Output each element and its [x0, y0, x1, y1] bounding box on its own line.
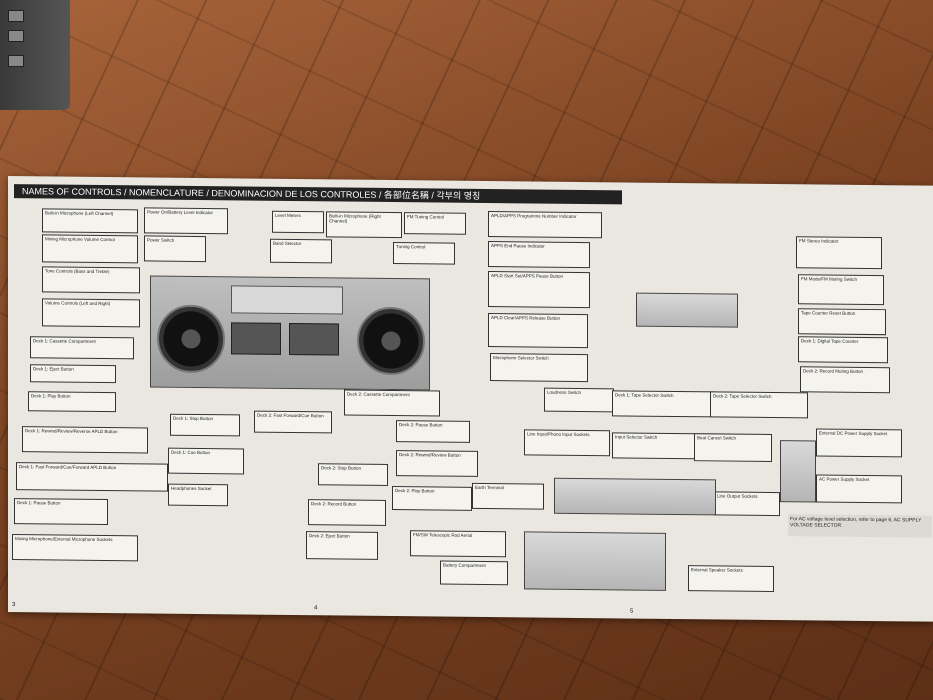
page-number: 5: [630, 608, 634, 615]
label-left: Deck 1: Play Button: [28, 391, 116, 413]
page-number: 4: [314, 605, 318, 612]
label-left: Deck 1: Cassette Compartment: [30, 336, 134, 360]
left-speaker-icon: [157, 304, 225, 374]
label-center: Band Selector: [270, 238, 332, 264]
voltage-note: For AC voltage level selection, refer to…: [788, 514, 932, 538]
label-center: Deck 2: Play Button: [392, 486, 472, 511]
label-right: Input Selector Switch: [612, 432, 696, 460]
page-number: 3: [12, 602, 16, 609]
label-right: Line Output Sockets: [714, 491, 780, 517]
label-left: Deck 1: Eject Button: [30, 364, 116, 384]
label-center: Deck 2: Record Button: [308, 499, 386, 526]
boombox-illustration: [150, 275, 430, 391]
label-center: Deck 1: Cue Button: [168, 447, 244, 475]
rear-view-illustration: [524, 531, 666, 591]
power-socket-illustration: [780, 440, 816, 503]
label-right: Deck 2: Tape Selector Switch: [710, 391, 808, 419]
device-knob: [8, 30, 24, 42]
label-right: Loudness Switch: [544, 387, 614, 413]
label-right: APLD Clear/APPS Release Button: [488, 313, 588, 349]
label-center: FM Tuning Control: [404, 212, 466, 235]
label-center: Deck 2: Rewind/Review Button: [396, 450, 478, 477]
label-center: Built-in Microphone (Right Channel): [326, 211, 402, 239]
label-right: External DC Power Supply Socket: [816, 428, 902, 458]
label-right: AC Power Supply Socket: [816, 474, 902, 504]
label-left: Deck 1: Pause Button: [14, 498, 108, 526]
label-right: APPS End Pause Indicator: [488, 241, 590, 269]
label-right: Tape Counter Reset Button: [798, 308, 886, 336]
label-center: Tuning Control: [393, 242, 455, 265]
electronic-device-corner: [0, 0, 70, 110]
tuner-panel-icon: [231, 285, 343, 315]
label-left: Mixing Microphone/External Microphone So…: [12, 534, 138, 562]
deck-2-icon: [289, 322, 339, 356]
label-center: Deck 2: Eject Button: [306, 531, 378, 560]
deck-1-icon: [231, 322, 281, 355]
label-center: Headphones Socket: [168, 483, 228, 507]
label-right: External Speaker Sockets: [688, 565, 774, 593]
label-center: Earth Terminal: [472, 482, 544, 510]
right-speaker-icon: [357, 306, 425, 376]
label-right: APLD Start Set/APPS Pause Button: [488, 271, 590, 309]
label-center: Level Meters: [272, 210, 324, 234]
label-center: FM/SW Telescopic Rod Aerial: [410, 530, 506, 558]
control-panel-illustration: [636, 292, 738, 328]
label-center: Battery Compartment: [440, 560, 508, 586]
rear-panel-illustration: [554, 477, 716, 516]
label-center: Power Switch: [144, 235, 206, 263]
label-right: APLD/APPS Programme Number Indicator: [488, 211, 602, 239]
label-right: FM Stereo Indicator: [796, 236, 882, 270]
label-left: Mixing Microphone Volume Control: [42, 234, 138, 264]
device-knob: [8, 10, 24, 22]
label-right: FM Mode/FM Muting Switch: [798, 274, 884, 306]
label-center: Deck 2: Fast Forward/Cue Button: [254, 410, 332, 434]
label-left: Deck 1: Fast Forward/Cue/Forward APLD Bu…: [16, 462, 168, 492]
label-left: Deck 1: Rewind/Review/Reverse APLD Butto…: [22, 426, 148, 454]
label-right: Deck 2: Record Muting Button: [800, 366, 890, 394]
label-center: Deck 2: Cassette Compartment: [344, 389, 440, 417]
label-left: Tone Controls (Bass and Treble): [42, 266, 140, 294]
label-right: Deck 1: Digital Tape Counter: [798, 336, 888, 364]
label-left: Built-in Microphone (Left Channel): [42, 208, 138, 234]
label-right: Deck 1: Tape Selector Switch: [612, 390, 716, 418]
label-center: Power On/Battery Level Indicator: [144, 207, 228, 235]
label-right: Beat Cancel Switch: [694, 433, 772, 463]
manual-title: NAMES OF CONTROLS / NOMENCLATURE / DENOM…: [14, 184, 622, 205]
label-center: Deck 2: Stop Button: [318, 463, 388, 486]
label-center: Deck 1: Stop Button: [170, 413, 240, 437]
label-right: Line Input/Phono Input Sockets: [524, 429, 610, 457]
manual-sheet: NAMES OF CONTROLS / NOMENCLATURE / DENOM…: [8, 176, 933, 622]
device-knob: [8, 55, 24, 67]
label-center: Deck 2: Pause Button: [396, 420, 470, 443]
label-right: Microphone Selector Switch: [490, 353, 588, 383]
label-left: Volume Controls (Left and Right): [42, 298, 140, 328]
